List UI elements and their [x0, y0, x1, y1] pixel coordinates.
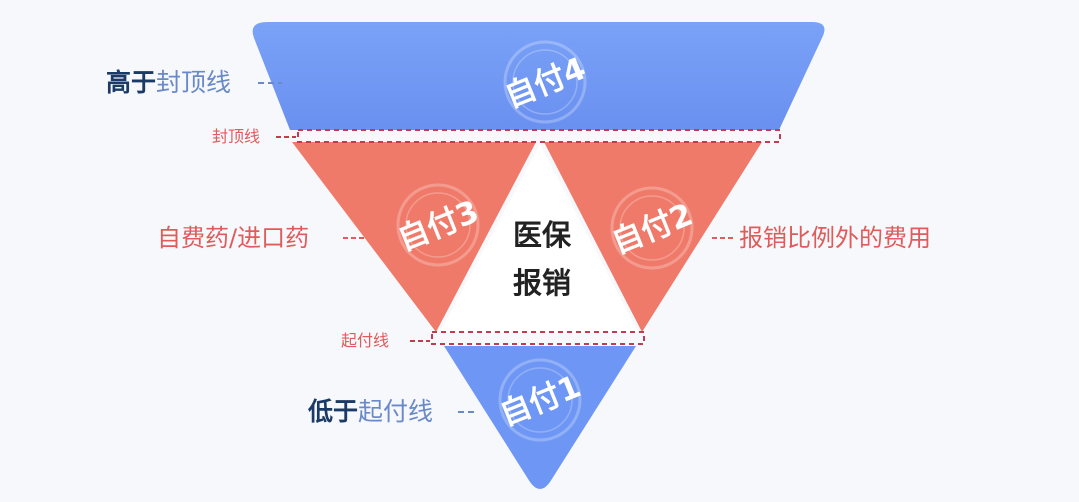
stamp-top — [503, 40, 587, 124]
label-below-deductible-bold: 低于 — [308, 397, 359, 426]
label-above-cap-rest: 封顶线 — [156, 68, 232, 97]
cap-line-band — [297, 129, 781, 143]
center-label-line1: 医保 — [513, 218, 572, 252]
label-deductible-line: 起付线 — [341, 331, 390, 350]
center-label-line2: 报销 — [513, 266, 571, 300]
segment-center-shape — [440, 144, 638, 332]
segment-bottom-shape — [444, 346, 636, 489]
deductible-line-band — [431, 331, 645, 345]
label-cap-line: 封顶线 — [212, 127, 261, 146]
segment-left-shape — [292, 142, 536, 332]
segment-top-shape — [252, 22, 825, 130]
stamp-bottom — [498, 358, 582, 442]
label-above-cap: 高于封顶线 — [106, 70, 231, 95]
segment-right-shape — [544, 142, 762, 332]
label-self-drugs: 自费药/进口药 — [157, 224, 310, 252]
label-below-deductible: 低于起付线 — [308, 399, 433, 424]
stamp-left — [396, 183, 480, 267]
label-above-cap-bold: 高于 — [106, 68, 157, 97]
label-out-of-ratio: 报销比例外的费用 — [739, 224, 931, 252]
label-below-deductible-rest: 起付线 — [358, 397, 434, 426]
stamp-right — [610, 186, 694, 270]
